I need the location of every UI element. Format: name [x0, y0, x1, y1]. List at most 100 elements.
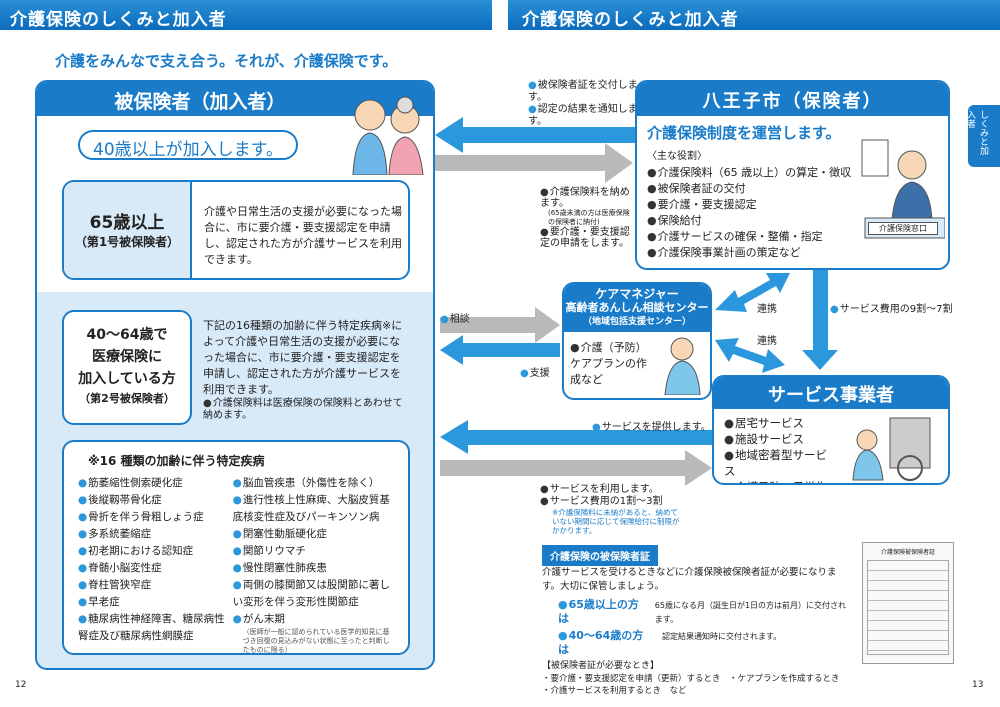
role-item: 被保険者証の交付 [647, 181, 948, 197]
cooperate-label-1: 連携 [757, 304, 777, 315]
city-subtitle: 介護保険制度を運営します。 [647, 124, 841, 142]
type1-box: 65歳以上 （第1号被保険者） 介護や日常生活の支援が必要になった場合に、市に要… [62, 180, 410, 280]
type1-label: 65歳以上 [89, 213, 165, 233]
card-intro: 介護サービスを受けるときなどに介護保険被保険者証が必要になります。大切に保管しま… [542, 567, 837, 592]
arrow-support [440, 335, 560, 365]
care-manager-text-value: 介護（予防）ケアプランの作成など [570, 341, 647, 386]
provider-list: 居宅サービス施設サービス地域密着型サービス介護予防・日常生活支援総合事業などを提… [714, 409, 844, 483]
care-center-subtitle: （地域包括支援センター） [582, 317, 691, 327]
role-item: 要介護・要支援認定 [647, 197, 948, 213]
unpaid-note: ※介護保険料に未納があると、納めていない期間に応じて保険給付に制限がかかります。 [552, 508, 680, 535]
disease-item-text: 脊柱管狭窄症 [88, 579, 152, 591]
type1-text: 介護や日常生活の支援が必要になった場合に、市に要介護・要支援認定を申請し、認定さ… [204, 205, 402, 266]
join-age-pill: 40歳以上が加入します。 [78, 130, 298, 160]
type2-label-box: 40〜64歳で 医療保険に 加入している方 （第2号被保険者） [62, 310, 192, 425]
role-item: 介護保険事業計画の策定など [647, 245, 948, 261]
diseases-right-list: 脳血管疾患（外傷性を除く） 進行性核上性麻痺、大脳皮質基底核変性症及びパーキンソン… [233, 475, 394, 655]
card-row-40-who-text: 40〜64歳の方は [558, 629, 644, 656]
provider-item-text: 地域密着型サービス [724, 448, 828, 478]
provide-label: サービスを提供します。 [592, 418, 711, 433]
window-sign: 介護保険窓口 [868, 222, 938, 235]
section-side-tab[interactable]: しくみと加入者 [965, 105, 1000, 167]
arrow-coop-2 [715, 338, 785, 373]
diseases-left-list: 筋萎縮性側索硬化症後縦靱帯骨化症骨折を伴う骨粗しょう症多系統萎縮症初老期における… [78, 475, 225, 655]
support-label: 支援 [520, 364, 550, 379]
provider-item: 地域密着型サービス [724, 447, 834, 479]
roles-list: 介護保険料（65 歳以上）の算定・徴収被保険者証の交付要介護・要支援認定保険給付… [637, 165, 948, 261]
type2-text: 下記の16種類の加齢に伴う特定疾病※によって介護や日常生活の支援が必要になった場… [203, 319, 403, 396]
card-row-65-who: 65歳以上の方は [558, 598, 641, 626]
city-box: 八王子市（保険者） 介護保険制度を運営します。 〈主な役割〉 介護保険料（65 … [635, 80, 950, 270]
city-pays-label: サービス費用の9割〜7割 [830, 300, 953, 315]
arrow-city-to-insured [435, 117, 635, 153]
provider-item-text: 施設サービス [735, 432, 805, 446]
flow-arrows [435, 117, 838, 486]
roles-heading: 〈主な役割〉 [647, 151, 707, 162]
type2-note: 介護保険料は医療保険の保険料とあわせて納めます。 [203, 398, 408, 422]
disease-item-text: 早老症 [88, 596, 120, 608]
disease-item: 脊柱管狭窄症 [78, 577, 225, 594]
disease-item-text: 糖尿病性神経障害、糖尿病性腎症及び糖尿病性網膜症 [78, 613, 225, 642]
left-page-header: 介護保険のしくみと加入者 [0, 0, 492, 30]
disease-item: 脊髄小脳変性症 [78, 560, 225, 577]
disease-item-text: がん末期 [242, 613, 285, 625]
disease-item-text: 筋萎縮性側索硬化症 [88, 477, 183, 489]
disease-item: 初老期における認知症 [78, 543, 225, 560]
type1-sublabel: （第1号被保険者） [74, 235, 180, 249]
disease-item: 脳血管疾患（外傷性を除く） [233, 475, 394, 492]
disease-item: 後縦靱帯骨化症 [78, 492, 225, 509]
disease-item-text: 両側の膝関節又は股関節に著しい変形を伴う変形性関節症 [232, 579, 390, 608]
type2-label-3: 加入している方 [78, 371, 176, 387]
consult-label: 相談 [440, 310, 470, 325]
provider-item: 介護予防・日常生活支援総合事業などを提供します。 [724, 479, 834, 483]
role-item: 介護サービスの確保・整備・指定 [647, 229, 948, 245]
care-manager-title: ケアマネジャー [595, 287, 679, 301]
disease-item-text: 進行性核上性麻痺、大脳皮質基底核変性症及びパーキンソン病 [232, 494, 390, 523]
city-pays-text: サービス費用の9割〜7割 [839, 304, 953, 315]
care-worker-illustration [660, 335, 705, 399]
type2-note-text: 介護保険料は医療保険の保険料とあわせて納めます。 [203, 398, 403, 421]
diseases-title: ※16 種類の加齢に伴う特定疾病 [88, 454, 265, 468]
type2-label-2: 医療保険に [92, 349, 162, 365]
disease-item-text: 多系統萎縮症 [88, 528, 152, 540]
insured-title: 被保険者（加入者） [37, 82, 433, 116]
role-item-text: 介護保険事業計画の策定など [657, 246, 801, 259]
use-labels: サービスを利用します。 サービス費用の1割〜3割 ※介護保険料に未納があると、納… [540, 484, 720, 535]
need-line-1: ・要介護・要支援認定を申請（更新）するとき ・ケアプランを作成するとき [542, 674, 840, 684]
arrow-coop-1 [715, 273, 790, 312]
card-row-65-who-text: 65歳以上の方は [558, 598, 639, 625]
arrow-provide [440, 420, 712, 454]
disease-item: 両側の膝関節又は股関節に著しい変形を伴う変形性関節症 [233, 577, 394, 611]
disease-item-text: 閉塞性動脈硬化症 [242, 528, 327, 540]
provider-item-text: 居宅サービス [735, 416, 805, 430]
right-header-title: 介護保険のしくみと加入者 [522, 10, 739, 30]
provider-title: サービス事業者 [714, 377, 948, 409]
disease-item-text: 脊髄小脳変性症 [88, 562, 162, 574]
premium-note: (65歳未満の方は医療保険の保険者に納付) [548, 209, 630, 226]
role-item: 介護保険料（65 歳以上）の算定・徴収 [647, 165, 948, 181]
role-item-text: 要介護・要支援認定 [657, 198, 757, 211]
arrow-consult [440, 307, 560, 343]
notify-result-label: 認定の結果を通知します。 [528, 104, 638, 127]
provider-item-text: 介護予防・日常生活支援総合事業などを提供します。 [724, 480, 828, 483]
disease-item: 進行性核上性麻痺、大脳皮質基底核変性症及びパーキンソン病 [233, 492, 394, 526]
disease-item: 筋萎縮性側索硬化症 [78, 475, 225, 492]
facility-illustration [845, 410, 945, 486]
page-number-right: 13 [972, 680, 984, 690]
card-section-title: 介護保険の被保険者証 [542, 545, 658, 566]
need-heading: 【被保険者証が必要なとき】 [542, 661, 660, 671]
apply-label: 要介護・要支援認定の申請をします。 [540, 227, 630, 249]
disease-item-text: 関節リウマチ [242, 545, 306, 557]
provider-item: 居宅サービス [724, 415, 834, 431]
disease-item-text: 骨折を伴う骨粗しょう症 [88, 511, 204, 523]
left-header-title: 介護保険のしくみと加入者 [10, 10, 227, 30]
card-row-65-when: 65歳になる月（誕生日が1日の方は前月）に交付されます。 [654, 601, 847, 624]
disease-item-text: 初老期における認知症 [88, 545, 194, 557]
care-manager-text: 介護（予防）ケアプランの作成など [564, 332, 659, 396]
support-text: 支援 [529, 368, 550, 379]
type2-label-4: （第2号被保険者） [79, 392, 175, 405]
care-center-title: 高齢者あんしん相談センター [565, 301, 709, 314]
city-to-insured-labels: 被保険者証を交付します。 認定の結果を通知します。 [528, 80, 638, 128]
pay-premium-label: 介護保険料を納めます。 [540, 187, 630, 209]
disease-item: 糖尿病性神経障害、糖尿病性腎症及び糖尿病性網膜症 [78, 611, 225, 645]
